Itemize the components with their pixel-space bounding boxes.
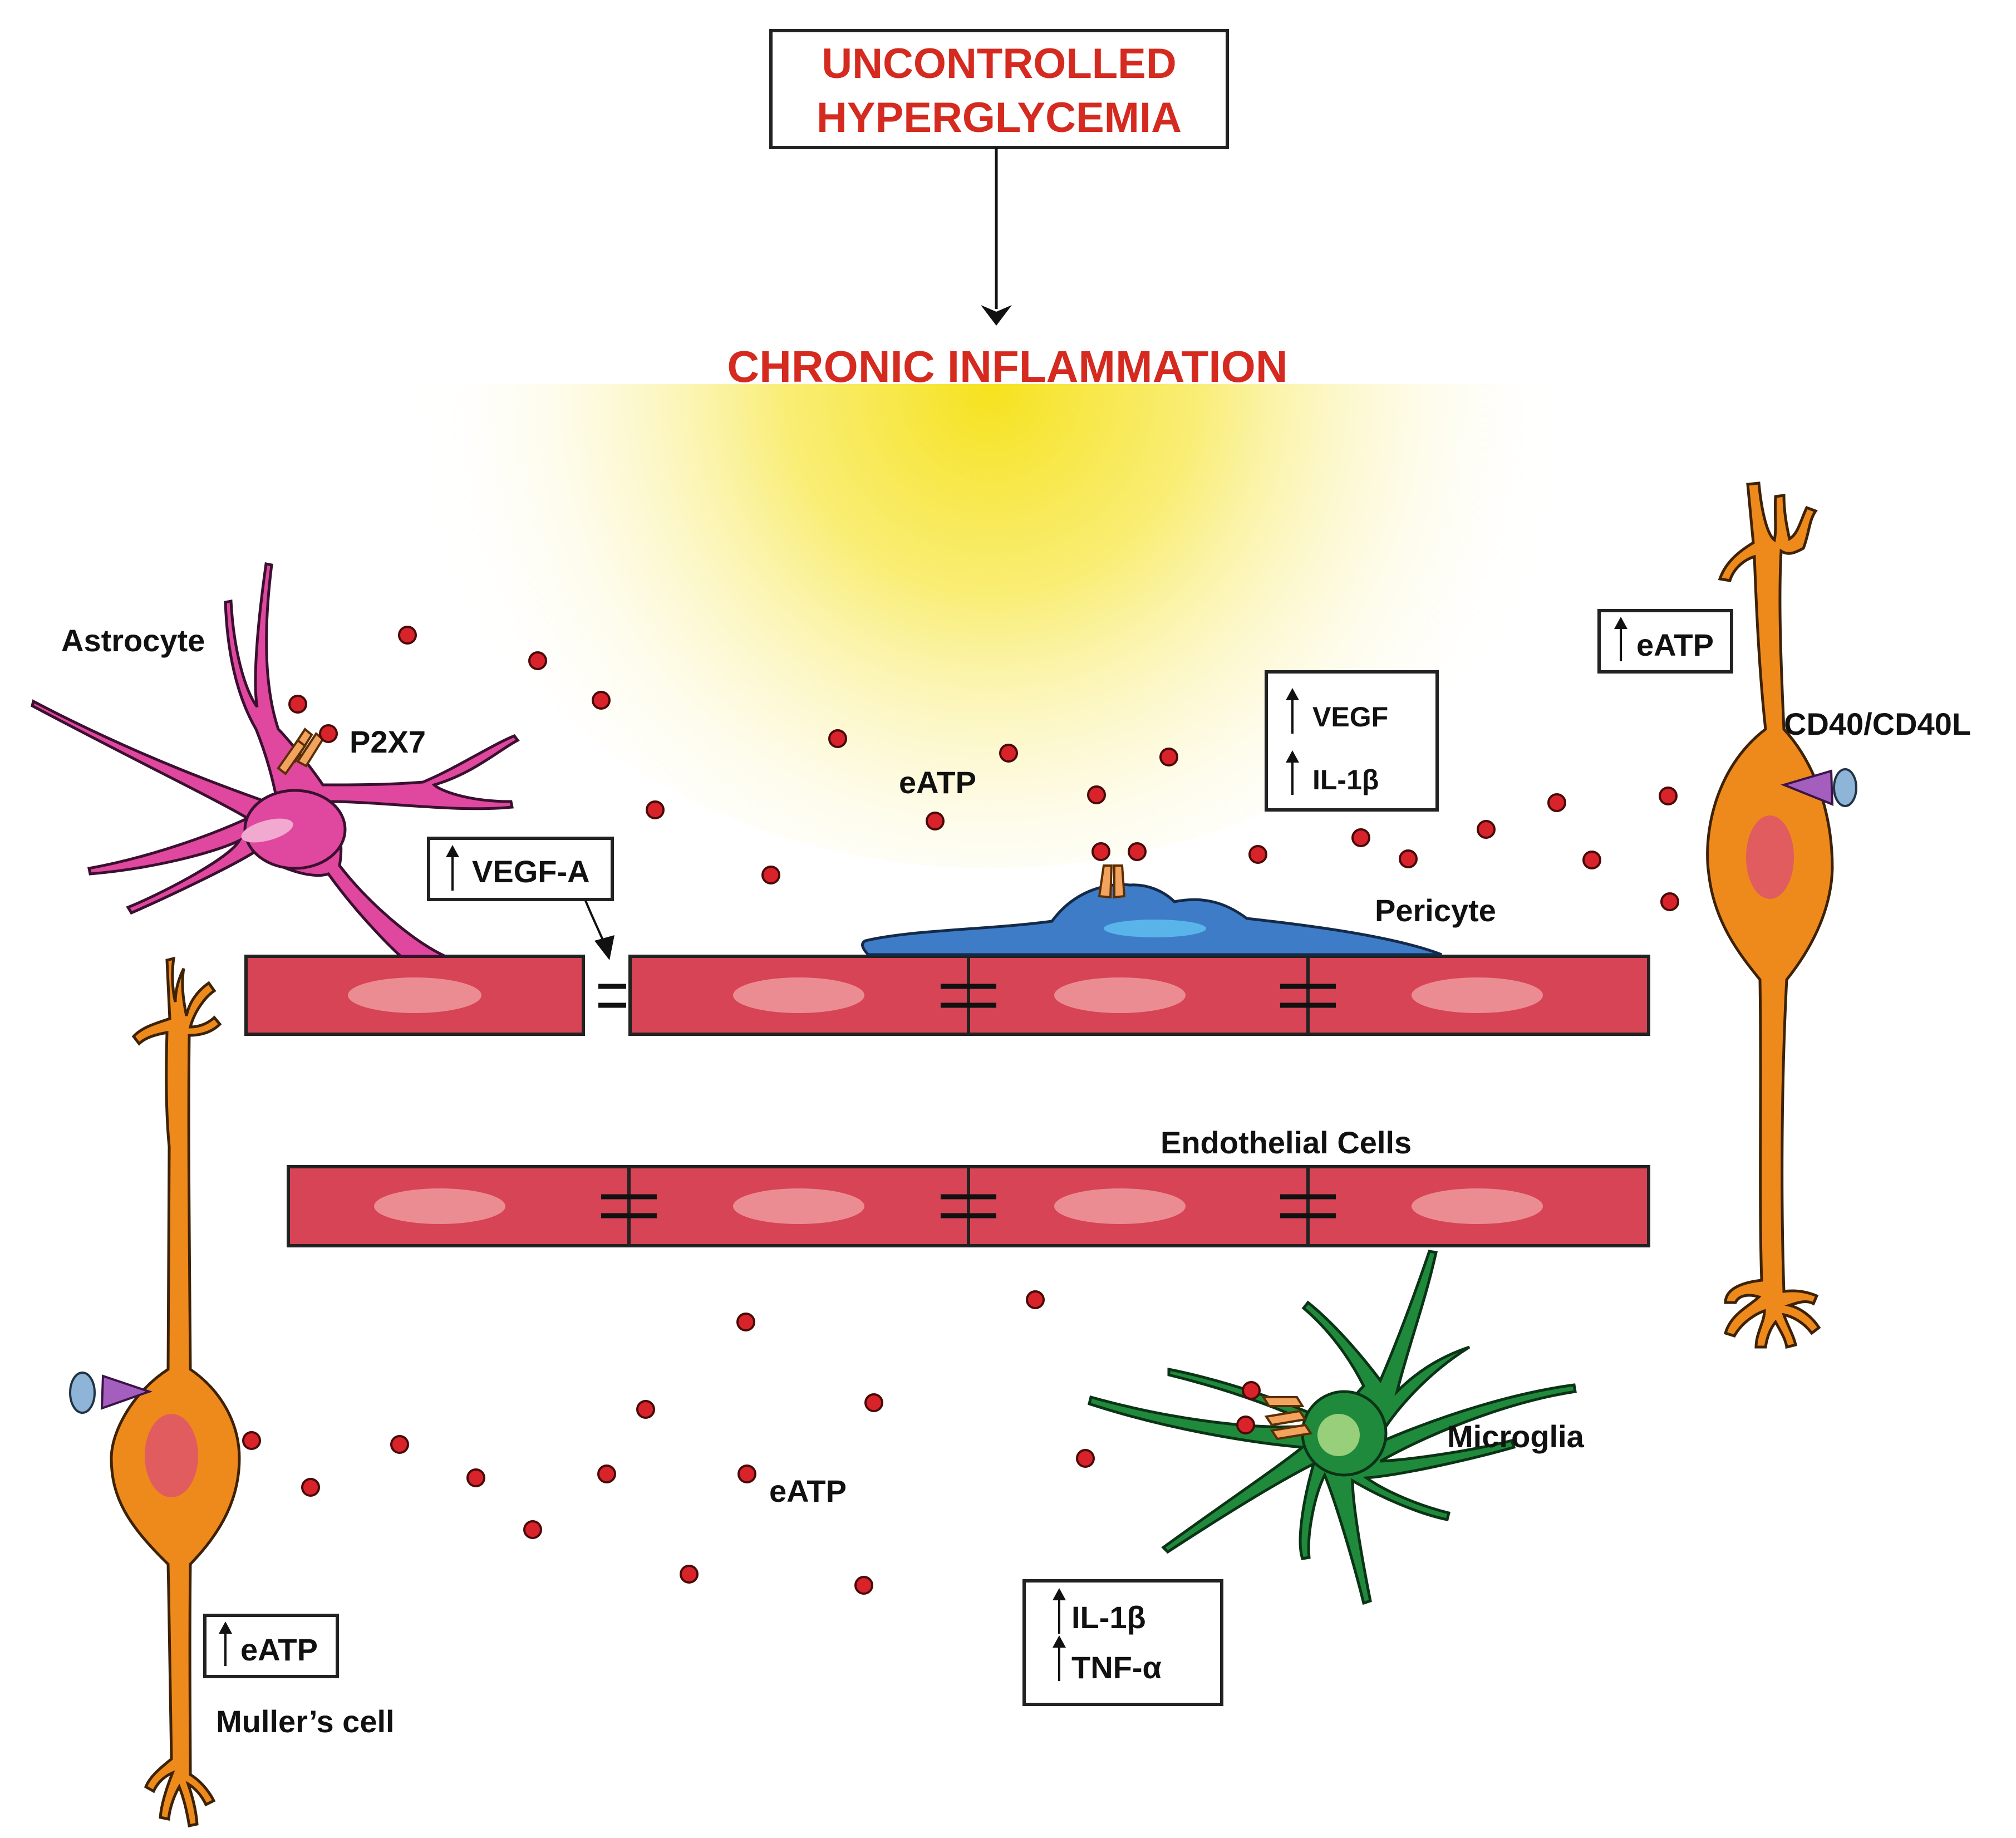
up-arrow-icon (1286, 750, 1299, 795)
nucleus (733, 1188, 864, 1224)
eatp-left-box: eATP (203, 1614, 339, 1678)
nucleus (1412, 977, 1543, 1013)
eatp-right-text: eATP (1636, 627, 1714, 662)
muller-cell-left (69, 956, 241, 1827)
cd40-label: CD40/CD40L (1784, 706, 1971, 741)
eatp-label-top: eATP (899, 765, 976, 800)
pericyte-label: Pericyte (1375, 893, 1496, 928)
microglia-nucleus (1317, 1414, 1360, 1456)
cd40-receptor (1780, 769, 1834, 807)
vegf-a-box: VEGF-A (427, 837, 614, 901)
pericyte-cell (861, 842, 1442, 956)
nucleus (374, 1188, 505, 1224)
eatp-left-text: eATP (240, 1632, 318, 1667)
il1b-microglia-text: IL-1β (1071, 1600, 1146, 1635)
p2x7-label: P2X7 (350, 724, 426, 759)
nucleus (1054, 1188, 1186, 1224)
up-arrow-icon (1053, 1635, 1066, 1681)
up-arrow-icon (1053, 1588, 1066, 1634)
title-box: UNCONTROLLED HYPERGLYCEMIA (769, 29, 1229, 149)
eatp-right-box: eATP (1597, 609, 1733, 674)
endothelial-lower-row (287, 1165, 1650, 1247)
nucleus (1412, 1188, 1543, 1224)
muller-label: Muller’s cell (216, 1704, 395, 1739)
cd40l-ligand (69, 1372, 96, 1414)
nucleus (1054, 977, 1186, 1013)
up-arrow-icon (1614, 617, 1627, 661)
title-arrow (981, 148, 1012, 326)
vegf-il1b-box: VEGF IL-1β (1265, 670, 1439, 812)
endothelial-label: Endothelial Cells (1161, 1125, 1412, 1160)
vegf-a-arrow (584, 900, 614, 960)
astrocyte-label: Astrocyte (61, 623, 205, 658)
tnfa-text: TNF-α (1071, 1650, 1162, 1685)
nucleus (733, 977, 864, 1013)
astrocyte-nucleus (241, 818, 293, 843)
astrocyte-cell (31, 562, 520, 958)
tight-junctions (598, 984, 1336, 1218)
nucleus (348, 977, 481, 1013)
vegf-text: VEGF (1312, 701, 1388, 733)
muller-left-nucleus (145, 1414, 198, 1497)
microglia-cell (1088, 1250, 1577, 1605)
up-arrow-icon (1286, 688, 1299, 734)
eatp-molecules (242, 626, 1679, 1595)
muller-cell-right (1706, 481, 1857, 1349)
pericyte-nucleus (1104, 920, 1206, 937)
muller-right-nucleus (1746, 815, 1794, 899)
vegf-a-text: VEGF-A (472, 854, 590, 889)
title-line2: HYPERGLYCEMIA (817, 94, 1182, 141)
microglia-label: Microglia (1447, 1419, 1585, 1454)
chronic-inflammation-label: CHRONIC INFLAMMATION (727, 342, 1287, 391)
endothelial-upper-row (244, 955, 1650, 1036)
up-arrow-icon (219, 1621, 232, 1666)
cd40l-ligand (1833, 768, 1857, 807)
eatp-label-bottom: eATP (769, 1473, 847, 1508)
il1b-pericyte-text: IL-1β (1312, 764, 1379, 795)
up-arrow-icon (446, 845, 459, 891)
cd40-receptor (100, 1374, 153, 1410)
title-line1: UNCONTROLLED (822, 40, 1177, 87)
il1b-tnfa-box: IL-1β TNF-α (1022, 1579, 1223, 1706)
